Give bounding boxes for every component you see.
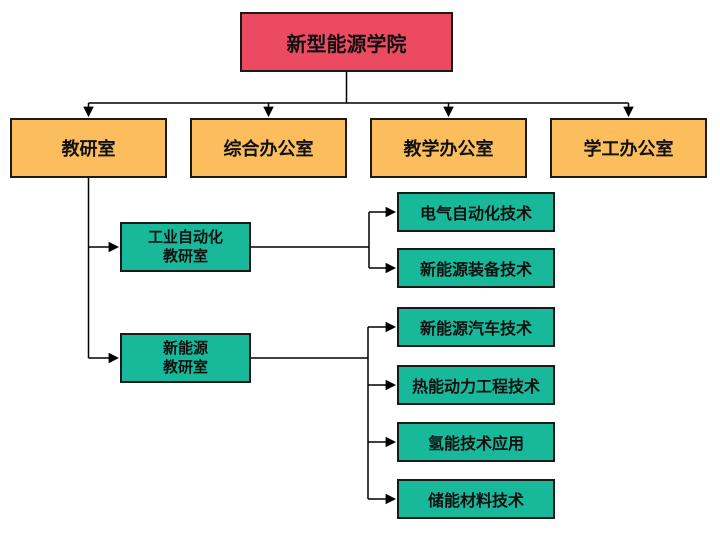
connector-trunk-lines bbox=[87, 72, 629, 499]
node-academic-affairs-office-label: 教学办公室 bbox=[403, 139, 494, 159]
node-program-energy-storage-materials[interactable]: 储能材料技术 bbox=[397, 479, 555, 519]
node-new-energy-group[interactable]: 新能源 教研室 bbox=[120, 333, 251, 383]
node-program-electrical-automation[interactable]: 电气自动化技术 bbox=[397, 192, 555, 232]
node-teaching-research-office[interactable]: 教研室 bbox=[10, 118, 167, 178]
node-program-new-energy-vehicle-label: 新能源汽车技术 bbox=[419, 321, 532, 338]
node-academic-affairs-office[interactable]: 教学办公室 bbox=[370, 118, 527, 178]
node-student-affairs-office[interactable]: 学工办公室 bbox=[550, 118, 707, 178]
node-program-new-energy-vehicle[interactable]: 新能源汽车技术 bbox=[397, 307, 555, 347]
node-program-new-energy-equipment[interactable]: 新能源装备技术 bbox=[397, 248, 555, 288]
node-college-root-label: 新型能源学院 bbox=[286, 33, 407, 56]
node-general-office[interactable]: 综合办公室 bbox=[190, 118, 347, 178]
node-industrial-automation-group-label: 工业自动化 教研室 bbox=[147, 228, 223, 266]
node-program-energy-storage-materials-label: 储能材料技术 bbox=[427, 493, 524, 510]
node-program-new-energy-equipment-label: 新能源装备技术 bbox=[419, 262, 532, 279]
node-student-affairs-office-label: 学工办公室 bbox=[583, 139, 674, 159]
node-program-thermal-power-engineering[interactable]: 热能动力工程技术 bbox=[397, 365, 555, 405]
node-program-hydrogen-technology-label: 氢能技术应用 bbox=[427, 436, 524, 453]
node-industrial-automation-group[interactable]: 工业自动化 教研室 bbox=[120, 222, 251, 272]
node-teaching-research-office-label: 教研室 bbox=[61, 139, 116, 159]
node-program-thermal-power-engineering-label: 热能动力工程技术 bbox=[411, 379, 540, 396]
node-program-electrical-automation-label: 电气自动化技术 bbox=[419, 206, 532, 223]
node-program-hydrogen-technology[interactable]: 氢能技术应用 bbox=[397, 422, 555, 462]
node-new-energy-group-label: 新能源 教研室 bbox=[162, 339, 208, 377]
node-college-root[interactable]: 新型能源学院 bbox=[240, 12, 453, 72]
node-general-office-label: 综合办公室 bbox=[223, 139, 314, 159]
